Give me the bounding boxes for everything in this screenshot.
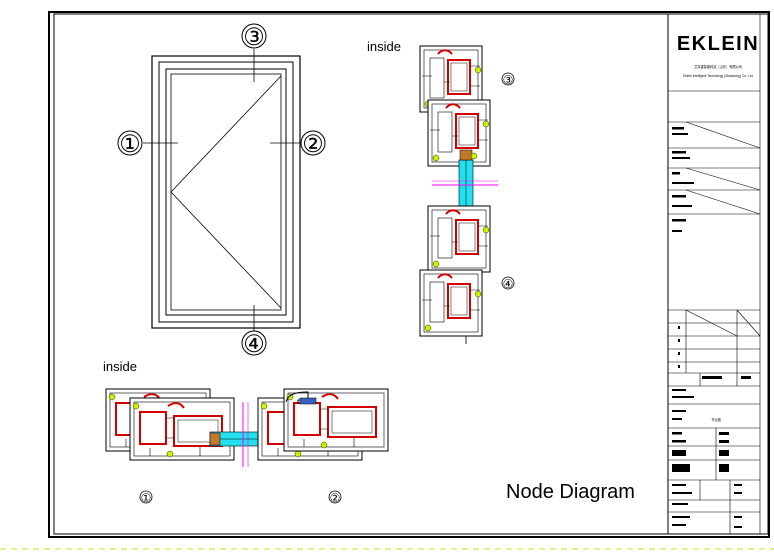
outer-frame [151,55,301,329]
outer-border [48,11,770,538]
profile-top [419,45,491,167]
glazing-block-top [459,149,473,161]
frame-inner-line [158,61,294,323]
glazing-block-left [209,432,221,446]
inside-label-horizontal: inside [103,359,137,374]
section-mark-bottom: ④ [503,277,514,291]
horizontal-section: inside ① ② [103,359,389,505]
company-name-en: Eklein Intelligent Technology (Shandong)… [683,74,753,78]
section-mark-top: ③ [503,73,514,87]
field-drawing-name: 节点图 [711,417,721,422]
callout-right: ② [302,130,324,158]
profile-bottom [419,205,491,337]
profile-left [105,388,235,461]
opening-indicator [170,75,282,309]
window-elevation: ① ② ③ ④ [117,23,326,358]
profile-right [257,388,389,461]
title-block: EKLEIN 艾克雷智能科技（山东）有限公司 Eklein Intelligen… [667,13,769,535]
section-mark-left: ① [141,491,152,505]
callout-left: ① [119,130,141,158]
vertical-section: inside ③ ④ [367,39,515,344]
callout-top: ③ [243,23,265,51]
sash-outer [165,68,287,316]
callout-bottom: ④ [243,330,265,358]
company-name-cn: 艾克雷智能科技（山东）有限公司 [694,64,742,69]
brand-logo: EKLEIN [677,33,759,55]
section-mark-right: ② [330,491,341,505]
inside-label-vertical: inside [367,39,401,54]
drawing-title: Node Diagram [506,481,635,503]
